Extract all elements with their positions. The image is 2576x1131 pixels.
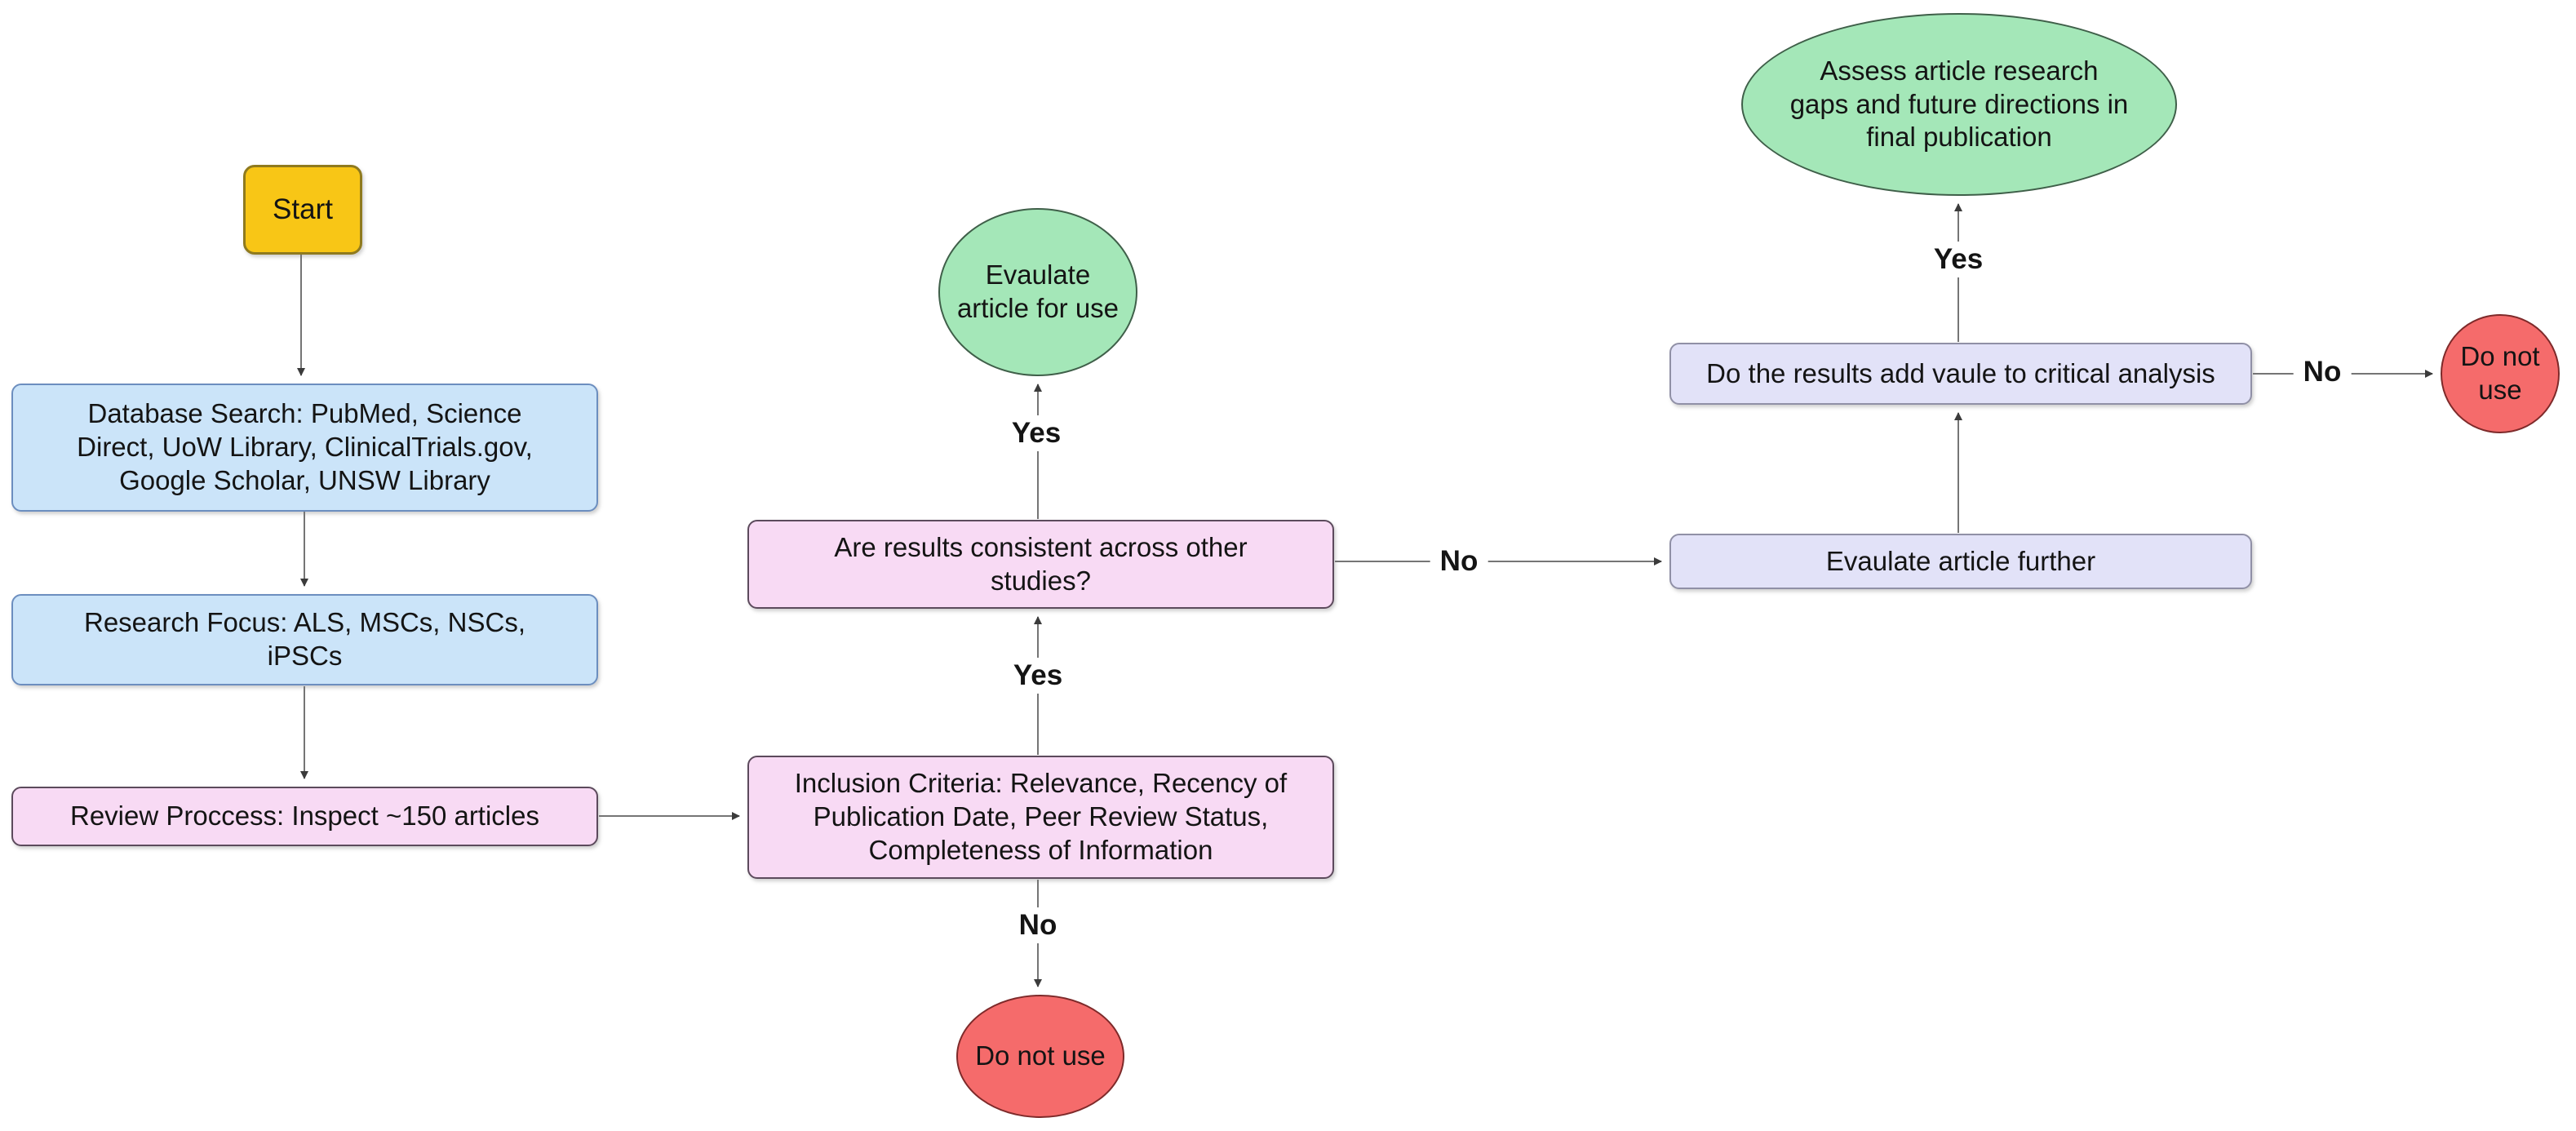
review-process-node-label: Review Proccess: Inspect ~150 articles bbox=[69, 801, 539, 832]
edge-label-yes-consistent-to-evaluate-use: Yes bbox=[1001, 415, 1071, 451]
assess-gaps-terminal-label: Assess article research gaps and future … bbox=[1789, 55, 2129, 153]
evaluate-further-node: Evaulate article further bbox=[1669, 534, 2252, 589]
do-not-use-terminal-right: Do not use bbox=[2441, 314, 2560, 433]
evaluate-further-node-label: Evaulate article further bbox=[1825, 545, 2096, 576]
inclusion-criteria-node-label: Inclusion Criteria: Relevance, Recency o… bbox=[794, 768, 1288, 865]
evaluate-article-use-terminal: Evaulate article for use bbox=[938, 208, 1137, 376]
do-not-use-bottom-label: Do not use bbox=[975, 1040, 1106, 1071]
results-consistent-node: Are results consistent across other stud… bbox=[747, 520, 1334, 609]
do-not-use-right-label: Do not use bbox=[2460, 341, 2540, 405]
edge-label-yes-inclusion-to-consistent: Yes bbox=[1003, 658, 1073, 694]
database-search-node: Database Search: PubMed, Science Direct,… bbox=[11, 384, 598, 512]
review-process-node: Review Proccess: Inspect ~150 articles bbox=[11, 787, 598, 846]
edge-label-no-inclusion-to-do-not-use: No bbox=[1009, 907, 1067, 943]
edge-label-no-consistent-to-evaluate-further: No bbox=[1430, 543, 1488, 579]
assess-gaps-terminal: Assess article research gaps and future … bbox=[1741, 13, 2177, 196]
database-search-node-label: Database Search: PubMed, Science Direct,… bbox=[77, 398, 533, 495]
inclusion-criteria-node: Inclusion Criteria: Relevance, Recency o… bbox=[747, 756, 1334, 879]
results-add-value-node: Do the results add vaule to critical ana… bbox=[1669, 343, 2252, 405]
results-consistent-node-label: Are results consistent across other stud… bbox=[834, 531, 1248, 596]
do-not-use-terminal-bottom: Do not use bbox=[956, 995, 1124, 1118]
edge-label-yes-add-value-to-assess: Yes bbox=[1923, 242, 1993, 277]
research-focus-node-label: Research Focus: ALS, MSCs, NSCs, iPSCs bbox=[83, 607, 525, 671]
edge-label-no-add-value-to-do-not-use: No bbox=[2293, 354, 2352, 390]
results-add-value-node-label: Do the results add vaule to critical ana… bbox=[1706, 357, 2215, 388]
start-node: Start bbox=[243, 165, 362, 255]
evaluate-article-use-label: Evaulate article for use bbox=[956, 259, 1120, 323]
research-focus-node: Research Focus: ALS, MSCs, NSCs, iPSCs bbox=[11, 594, 598, 685]
start-node-label: Start bbox=[273, 193, 333, 226]
